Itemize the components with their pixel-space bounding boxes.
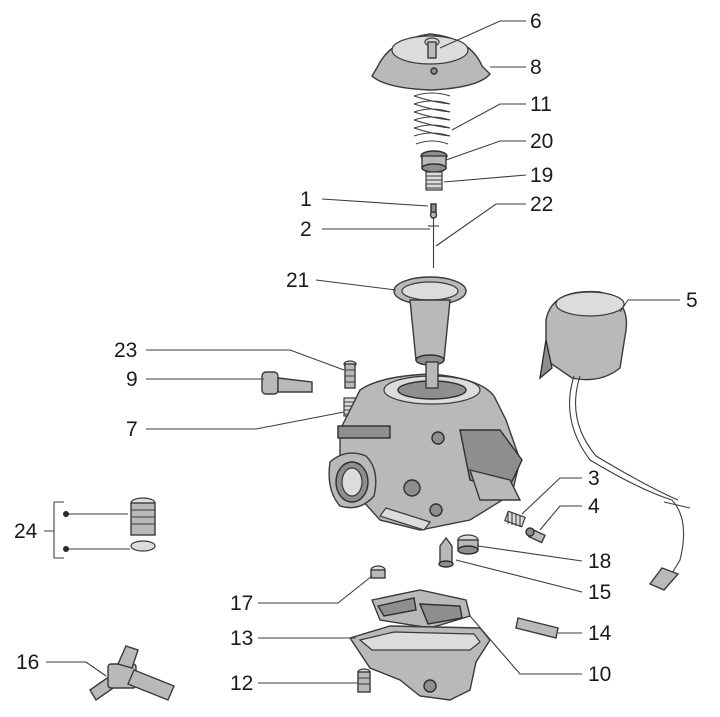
float-bowl-part-13 xyxy=(348,625,491,701)
callout-13: 13 xyxy=(230,627,253,650)
leader-19 xyxy=(443,174,527,183)
leader-3 xyxy=(521,477,582,515)
retainer-part-20 xyxy=(420,150,448,173)
callout-12: 12 xyxy=(230,672,253,695)
callout-4: 4 xyxy=(588,495,600,518)
leader-10 xyxy=(469,615,582,675)
leader-23 xyxy=(146,349,345,371)
float-part-10 xyxy=(371,589,471,629)
callout-1: 1 xyxy=(300,188,312,211)
callout-15: 15 xyxy=(588,581,611,604)
callout-8: 8 xyxy=(530,56,542,79)
electric-choke-part-5 xyxy=(539,290,691,591)
top-cover-part-8 xyxy=(371,33,491,91)
float-pin-part-14 xyxy=(515,617,559,639)
jet-part-17 xyxy=(370,565,386,579)
callout-16: 16 xyxy=(16,651,39,674)
leader-21 xyxy=(315,279,397,291)
leader-7 xyxy=(146,411,345,430)
leader-lines xyxy=(44,20,680,684)
bracket-dot-top xyxy=(63,511,69,517)
callout-3: 3 xyxy=(588,467,600,490)
leader-5 xyxy=(619,299,680,313)
jet-part-18 xyxy=(457,534,479,555)
small-spring-part-19 xyxy=(425,171,443,191)
callout-24: 24 xyxy=(14,520,38,543)
callout-18: 18 xyxy=(588,550,611,573)
callout-5: 5 xyxy=(686,289,698,312)
callout-9: 9 xyxy=(126,368,138,391)
callout-2: 2 xyxy=(300,218,312,241)
callout-23: 23 xyxy=(114,339,137,362)
leader-4 xyxy=(539,505,582,531)
callout-22: 22 xyxy=(530,193,553,216)
leader-20 xyxy=(445,140,526,161)
leader-11 xyxy=(451,103,526,131)
callout-20: 20 xyxy=(530,130,553,153)
screw-part-6 xyxy=(424,37,440,59)
idle-screw-part-9 xyxy=(261,371,313,395)
callout-11: 11 xyxy=(530,93,552,116)
float-needle-part-15 xyxy=(438,536,454,568)
callout-labels: 6 8 11 20 19 1 22 2 21 5 23 9 7 3 4 24 1… xyxy=(14,10,698,695)
screw-part-23 xyxy=(343,360,357,389)
leader-16 xyxy=(46,661,107,677)
plug-part-24 xyxy=(130,497,156,552)
leader-1 xyxy=(321,198,429,207)
callout-6: 6 xyxy=(530,10,542,33)
leader-17 xyxy=(258,575,373,604)
carburetor-body xyxy=(328,361,523,531)
leader-6 xyxy=(439,20,526,49)
callout-19: 19 xyxy=(530,164,553,187)
diaphragm-slide-part-21 xyxy=(393,276,467,366)
screw-part-4 xyxy=(525,527,546,544)
leader-24-bracket xyxy=(44,501,64,559)
leader-15 xyxy=(455,559,583,593)
bracket-dot-bottom xyxy=(63,546,69,552)
callout-14: 14 xyxy=(588,622,612,645)
spring-part-3 xyxy=(504,510,526,528)
spring-part-11 xyxy=(413,92,451,145)
callout-10: 10 xyxy=(588,663,611,686)
leader-22 xyxy=(435,203,526,247)
drain-screw-part-12 xyxy=(357,668,371,693)
needle-part-22 xyxy=(428,203,439,268)
leader-18 xyxy=(477,545,583,562)
callout-21: 21 xyxy=(286,269,309,292)
callout-17: 17 xyxy=(230,592,253,615)
callout-7: 7 xyxy=(126,418,138,441)
elbow-fitting-part-16 xyxy=(89,645,175,702)
